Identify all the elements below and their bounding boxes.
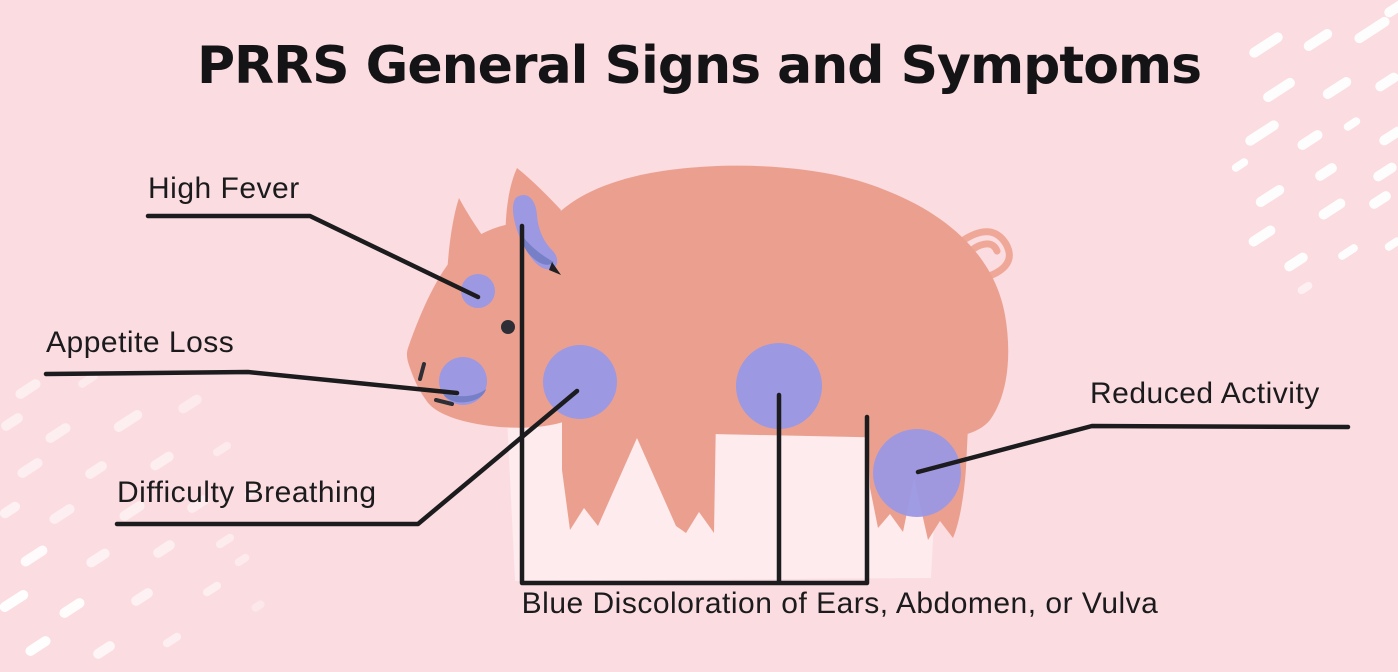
decorative-dash xyxy=(1245,120,1279,146)
decorative-dash xyxy=(150,451,174,471)
decorative-dash xyxy=(162,632,182,648)
decorative-dash xyxy=(178,394,202,414)
decorative-dash xyxy=(1338,244,1358,260)
decorative-dash xyxy=(1373,162,1397,182)
decorative-dash xyxy=(1263,77,1295,103)
decorative-dash xyxy=(25,636,51,656)
spot-snout-shade xyxy=(443,389,486,403)
decorative-dash xyxy=(78,372,98,388)
decorative-dash xyxy=(49,504,75,524)
decorative-dash xyxy=(1379,126,1398,146)
decorative-dash xyxy=(1318,198,1346,220)
label-appetite-loss: Appetite Loss xyxy=(46,326,235,359)
decorative-dash xyxy=(1284,252,1308,272)
spot-head xyxy=(461,274,495,308)
decorative-dash xyxy=(131,588,153,606)
pig-mouth xyxy=(434,398,454,406)
high-fever-line xyxy=(145,213,481,300)
pig-body xyxy=(525,165,1009,439)
decorative-dash xyxy=(251,600,265,612)
decorative-dash xyxy=(1249,32,1283,58)
decorative-dash xyxy=(153,540,175,558)
leader-lines xyxy=(43,213,1351,586)
decorative-dash xyxy=(20,545,48,567)
decorative-dash xyxy=(1297,130,1323,150)
decorative-dash xyxy=(17,458,43,478)
decorative-dash xyxy=(93,641,115,659)
decorative-dash xyxy=(86,548,110,568)
decorative-dash xyxy=(1384,0,1398,18)
label-high-fever: High Fever xyxy=(148,172,300,205)
pig-nostril xyxy=(418,362,426,381)
spot-abdomen xyxy=(736,343,822,429)
blue-discoloration-bracket xyxy=(519,223,870,586)
decorative-dash xyxy=(1255,185,1285,207)
decor-dashes-bottom-left xyxy=(0,372,265,659)
decorative-dash xyxy=(45,423,71,443)
label-blue-discoloration: Blue Discoloration of Ears, Abdomen, or … xyxy=(521,587,1159,620)
pig-eye xyxy=(501,320,515,334)
reduced-activity-line xyxy=(915,423,1351,475)
page-title: PRRS General Signs and Symptoms xyxy=(196,36,1202,96)
decorative-dash xyxy=(0,590,29,612)
decorative-dash xyxy=(1303,29,1333,51)
decorative-dash xyxy=(1375,72,1398,92)
decorative-dash xyxy=(119,501,145,521)
decorative-dash xyxy=(59,598,85,618)
decorative-dash xyxy=(113,410,143,432)
decorative-dash xyxy=(1384,237,1398,251)
decorative-dash xyxy=(215,533,235,549)
decorative-dash xyxy=(1343,117,1361,131)
decorative-dash xyxy=(1354,16,1390,44)
decorative-dash xyxy=(202,581,222,597)
pig-ear-left xyxy=(446,198,503,333)
appetite-loss-line xyxy=(43,369,460,396)
spot-ear-shade xyxy=(523,238,554,265)
decorative-dash xyxy=(244,485,260,499)
label-reduced-activity: Reduced Activity xyxy=(1090,377,1320,410)
decorative-dash xyxy=(1315,163,1337,181)
decorative-dash xyxy=(85,461,107,479)
decor-dashes-top-right xyxy=(1231,0,1398,295)
decorative-dash xyxy=(15,379,41,399)
ear-tip xyxy=(549,262,561,275)
decorative-dash xyxy=(0,501,21,519)
pig-front-legs xyxy=(562,412,716,533)
spot-shoulder xyxy=(543,345,617,419)
decorative-dash xyxy=(212,441,232,457)
decorative-dash xyxy=(1322,77,1352,99)
decorative-dash xyxy=(1369,191,1391,209)
decorative-dash xyxy=(1297,281,1313,295)
decorative-dash xyxy=(1231,158,1249,172)
decorative-dash xyxy=(1,413,23,431)
decorative-dash xyxy=(234,553,250,567)
spot-ear xyxy=(512,194,558,270)
decorative-dash xyxy=(1248,225,1276,247)
decorative-dash xyxy=(187,495,209,513)
label-difficulty-breathing: Difficulty Breathing xyxy=(117,476,377,509)
